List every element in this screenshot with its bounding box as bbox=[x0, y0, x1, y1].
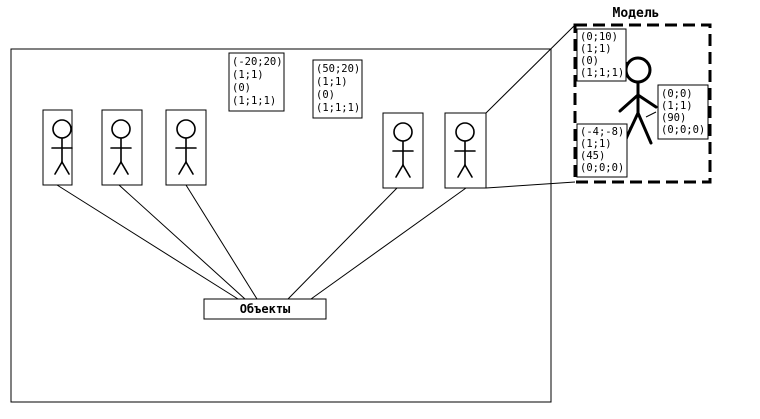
model-params-head: (0;10) (1;1) (0) (1;1;1) bbox=[576, 28, 627, 82]
pointer-line-body bbox=[645, 111, 657, 118]
param-position: (-20;20) bbox=[232, 56, 283, 68]
param-rotation: (90) bbox=[661, 112, 686, 124]
param-scale: (1;1) bbox=[661, 100, 693, 112]
stick-figure-icon bbox=[110, 119, 132, 175]
object-params-box-left: (-20;20) (1;1) (0) (1;1;1) bbox=[228, 52, 285, 112]
object-connectors bbox=[56, 184, 467, 300]
param-color: (1;1;1) bbox=[580, 67, 624, 79]
stick-figure-icon bbox=[51, 119, 73, 175]
stick-figure-icon bbox=[454, 122, 476, 178]
connector-line bbox=[310, 187, 467, 300]
param-scale: (1;1) bbox=[580, 43, 612, 55]
objects-label: Объекты bbox=[240, 302, 291, 316]
param-scale: (1;1) bbox=[232, 69, 264, 81]
param-position: (-4;-8) bbox=[580, 126, 624, 138]
stick-figure-icon bbox=[175, 119, 197, 175]
object-box bbox=[101, 109, 143, 186]
param-rotation: (0) bbox=[232, 82, 251, 94]
model-title: Модель bbox=[613, 6, 660, 21]
param-color: (0;0;0) bbox=[580, 162, 624, 174]
object-box bbox=[42, 109, 73, 186]
param-color: (1;1;1) bbox=[316, 102, 360, 114]
param-scale: (1;1) bbox=[316, 76, 348, 88]
connector-line bbox=[185, 184, 258, 300]
model-params-leg: (-4;-8) (1;1) (45) (0;0;0) bbox=[576, 123, 628, 178]
object-box bbox=[444, 112, 487, 189]
param-position: (0;10) bbox=[580, 31, 618, 43]
object-box bbox=[382, 112, 424, 189]
param-rotation: (45) bbox=[580, 150, 605, 162]
model-frame bbox=[573, 23, 712, 184]
connector-line bbox=[56, 184, 239, 300]
connector-line bbox=[287, 187, 398, 300]
zoom-line-top bbox=[485, 24, 576, 114]
scene-frame bbox=[10, 48, 552, 403]
param-rotation: (0) bbox=[316, 89, 335, 101]
object-params-box-right: (50;20) (1;1) (0) (1;1;1) bbox=[312, 59, 363, 119]
connector-line bbox=[118, 184, 246, 300]
param-color: (0;0;0) bbox=[661, 124, 705, 136]
param-color: (1;1;1) bbox=[232, 95, 276, 107]
objects-label-box bbox=[203, 298, 327, 320]
zoom-line-bottom bbox=[485, 181, 576, 189]
stick-figure-icon bbox=[392, 122, 414, 178]
param-position: (50;20) bbox=[316, 63, 360, 75]
param-rotation: (0) bbox=[580, 55, 599, 67]
param-scale: (1;1) bbox=[580, 138, 612, 150]
object-box bbox=[165, 109, 207, 186]
param-position: (0;0) bbox=[661, 88, 693, 100]
model-params-body: (0;0) (1;1) (90) (0;0;0) bbox=[657, 84, 709, 140]
